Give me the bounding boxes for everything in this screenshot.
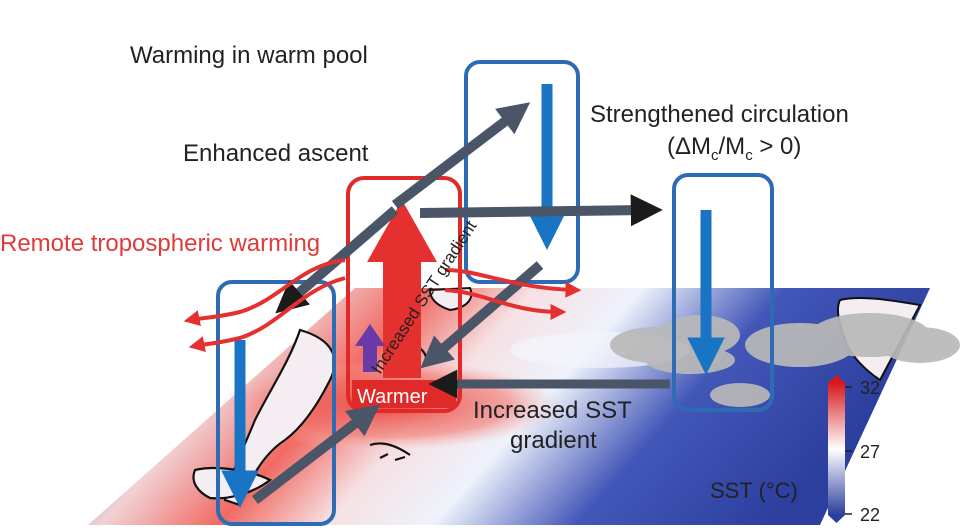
upper-descent-box [464, 60, 580, 284]
upper-flow-arrow [391, 102, 531, 209]
colorbar-tick-label: 32 [860, 378, 880, 398]
surface-flow-arrow [251, 404, 381, 504]
increased-sst-label-line2: gradient [510, 427, 597, 454]
increased-sst-label: Increased SST [473, 397, 632, 424]
warmer-label: Warmer [357, 386, 428, 408]
ascent-arrow [367, 200, 437, 378]
enhanced-ascent-label: Enhanced ascent [183, 140, 369, 167]
return-flow-arrow [420, 261, 544, 369]
upper-flow-arrow [419, 194, 663, 227]
remote-warming-arrows [183, 258, 582, 352]
purple-arrow [355, 324, 385, 372]
strengthened-circulation-label: Strengthened circulation [590, 101, 849, 128]
remote-warming-label: Remote tropospheric warming [0, 230, 320, 257]
ascent-box [346, 176, 462, 413]
east-descent-box [672, 173, 774, 412]
westward-upper-arrow [275, 206, 399, 314]
colorbar-tick-label: 22 [860, 505, 880, 525]
colorbar-title: SST (°C) [710, 478, 798, 503]
sst-colorbar: 32 27 22 SST (°C) [710, 375, 880, 525]
warming-pool-label: Warming in warm pool [130, 42, 368, 69]
circulation-ratio-label: (ΔMc/Mc > 0) [667, 133, 801, 164]
colorbar-tick-label: 27 [860, 442, 880, 462]
